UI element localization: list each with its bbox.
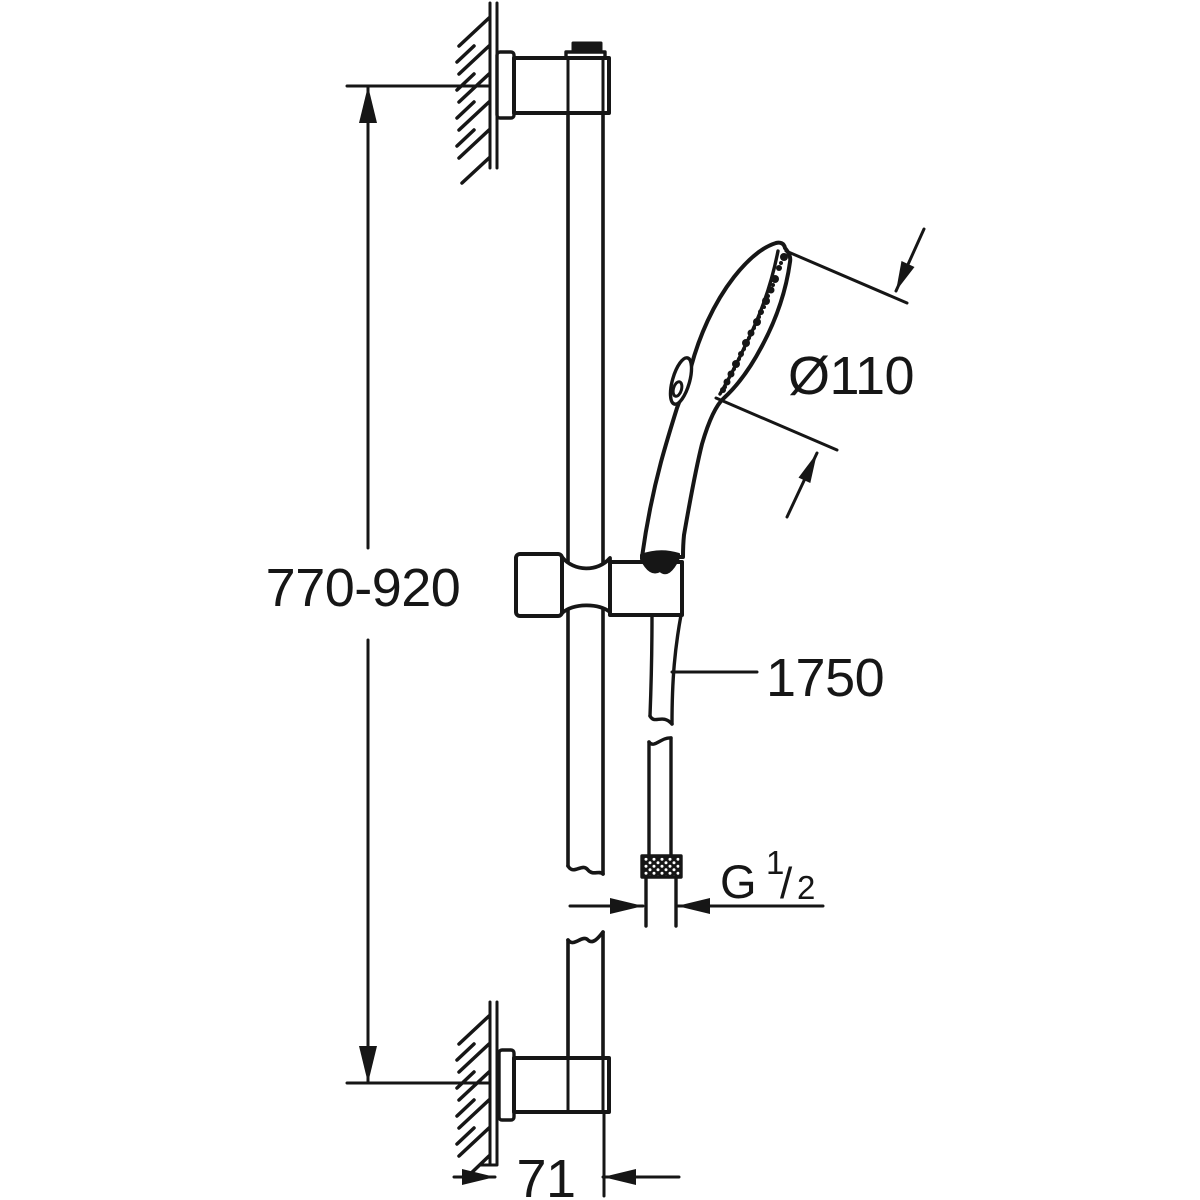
wall-hatch-stroke <box>455 100 476 120</box>
bracket-bottom-wall-plate <box>497 1048 516 1122</box>
hose-coupling-nut <box>640 854 683 879</box>
bracket-bottom-body <box>512 1056 611 1114</box>
shower-hose <box>640 613 683 928</box>
rail-lower-segment <box>566 930 605 1062</box>
spray-mode-button-detail <box>671 380 684 398</box>
wall-hatch-stroke <box>455 44 476 64</box>
wall-bracket-top <box>495 41 611 120</box>
arrowhead-lower <box>798 453 817 483</box>
rail-break-lower-edge <box>566 930 605 945</box>
hose-upper-segment <box>648 613 683 726</box>
wall-offset-label: 71 <box>516 1149 575 1200</box>
wall-hatch-stroke <box>455 128 476 148</box>
wall-hatch-stroke <box>457 1042 491 1074</box>
wall-bracket-bottom <box>497 1048 611 1122</box>
rail-break-upper-edge <box>566 864 605 876</box>
wall-hatch-stroke <box>457 16 491 48</box>
arrowhead-right <box>610 898 643 914</box>
dimension-wall-offset <box>452 1110 681 1198</box>
holder-socket-cone <box>640 550 680 575</box>
wall-bottom-hatching <box>455 1014 491 1182</box>
arrowhead-upper <box>896 261 915 291</box>
wall-hatch-stroke <box>460 156 491 185</box>
wall-hatch-stroke <box>457 1014 491 1046</box>
thread-size-label: G 1 / 2 <box>720 844 815 908</box>
wall-bottom <box>455 1000 499 1182</box>
wall-hatch-stroke <box>457 100 491 132</box>
wall-top-hatching <box>455 16 491 185</box>
wall-hatch-stroke <box>457 1126 491 1158</box>
bracket-bottom-rail-through-lines <box>566 1056 605 1114</box>
hose-break-upper-edge <box>648 714 674 726</box>
holder-end-knob <box>514 552 564 618</box>
wall-hatch-stroke <box>457 1070 491 1102</box>
hand-shower <box>640 240 793 575</box>
bracket-top-wall-plate <box>495 50 516 120</box>
extension-line-face-top <box>784 249 909 305</box>
wall-hatch-stroke <box>457 72 491 104</box>
wall-hatch-stroke <box>457 1098 491 1130</box>
bracket-top-body <box>512 56 611 115</box>
thread-letter: G <box>720 855 756 908</box>
extension-line-face-bottom <box>714 396 839 452</box>
hose-break-lower-edge <box>647 736 673 746</box>
arrowhead-right <box>462 1169 495 1185</box>
wall-hatch-stroke <box>455 72 476 92</box>
dimension-thread-size <box>568 898 825 914</box>
bracket-top-rail-through-lines <box>566 56 605 115</box>
rail-height-label: 770-920 <box>266 558 461 618</box>
spray-nozzle-dots <box>720 253 788 393</box>
thread-numerator: 1 <box>766 844 784 881</box>
rail-upper-segment <box>566 108 605 876</box>
hose-mid-segment <box>647 736 673 858</box>
arrowhead-down <box>359 1046 377 1083</box>
arrowhead-left <box>677 898 710 914</box>
wall-hatch-stroke <box>455 1098 476 1118</box>
hose-length-label: 1750 <box>766 648 884 708</box>
arrowhead-left <box>603 1169 636 1185</box>
wall-hatch-stroke <box>455 1070 476 1090</box>
wall-hatch-stroke <box>455 1042 476 1062</box>
dimension-head-diameter <box>714 227 926 519</box>
dimension-rail-height <box>345 84 492 1085</box>
wall-hatch-stroke <box>457 128 491 160</box>
thread-slash: / <box>780 859 793 908</box>
wall-hatch-stroke <box>457 44 491 76</box>
hose-thread-fitting <box>644 875 678 928</box>
wall-hatch-stroke <box>455 1126 476 1146</box>
arrowhead-up <box>359 86 377 123</box>
shower-rail <box>566 108 605 1062</box>
thread-denominator: 2 <box>797 869 815 906</box>
wall-top <box>455 1 499 185</box>
holder-waist <box>560 555 612 615</box>
head-diameter-label: Ø110 <box>788 346 914 406</box>
